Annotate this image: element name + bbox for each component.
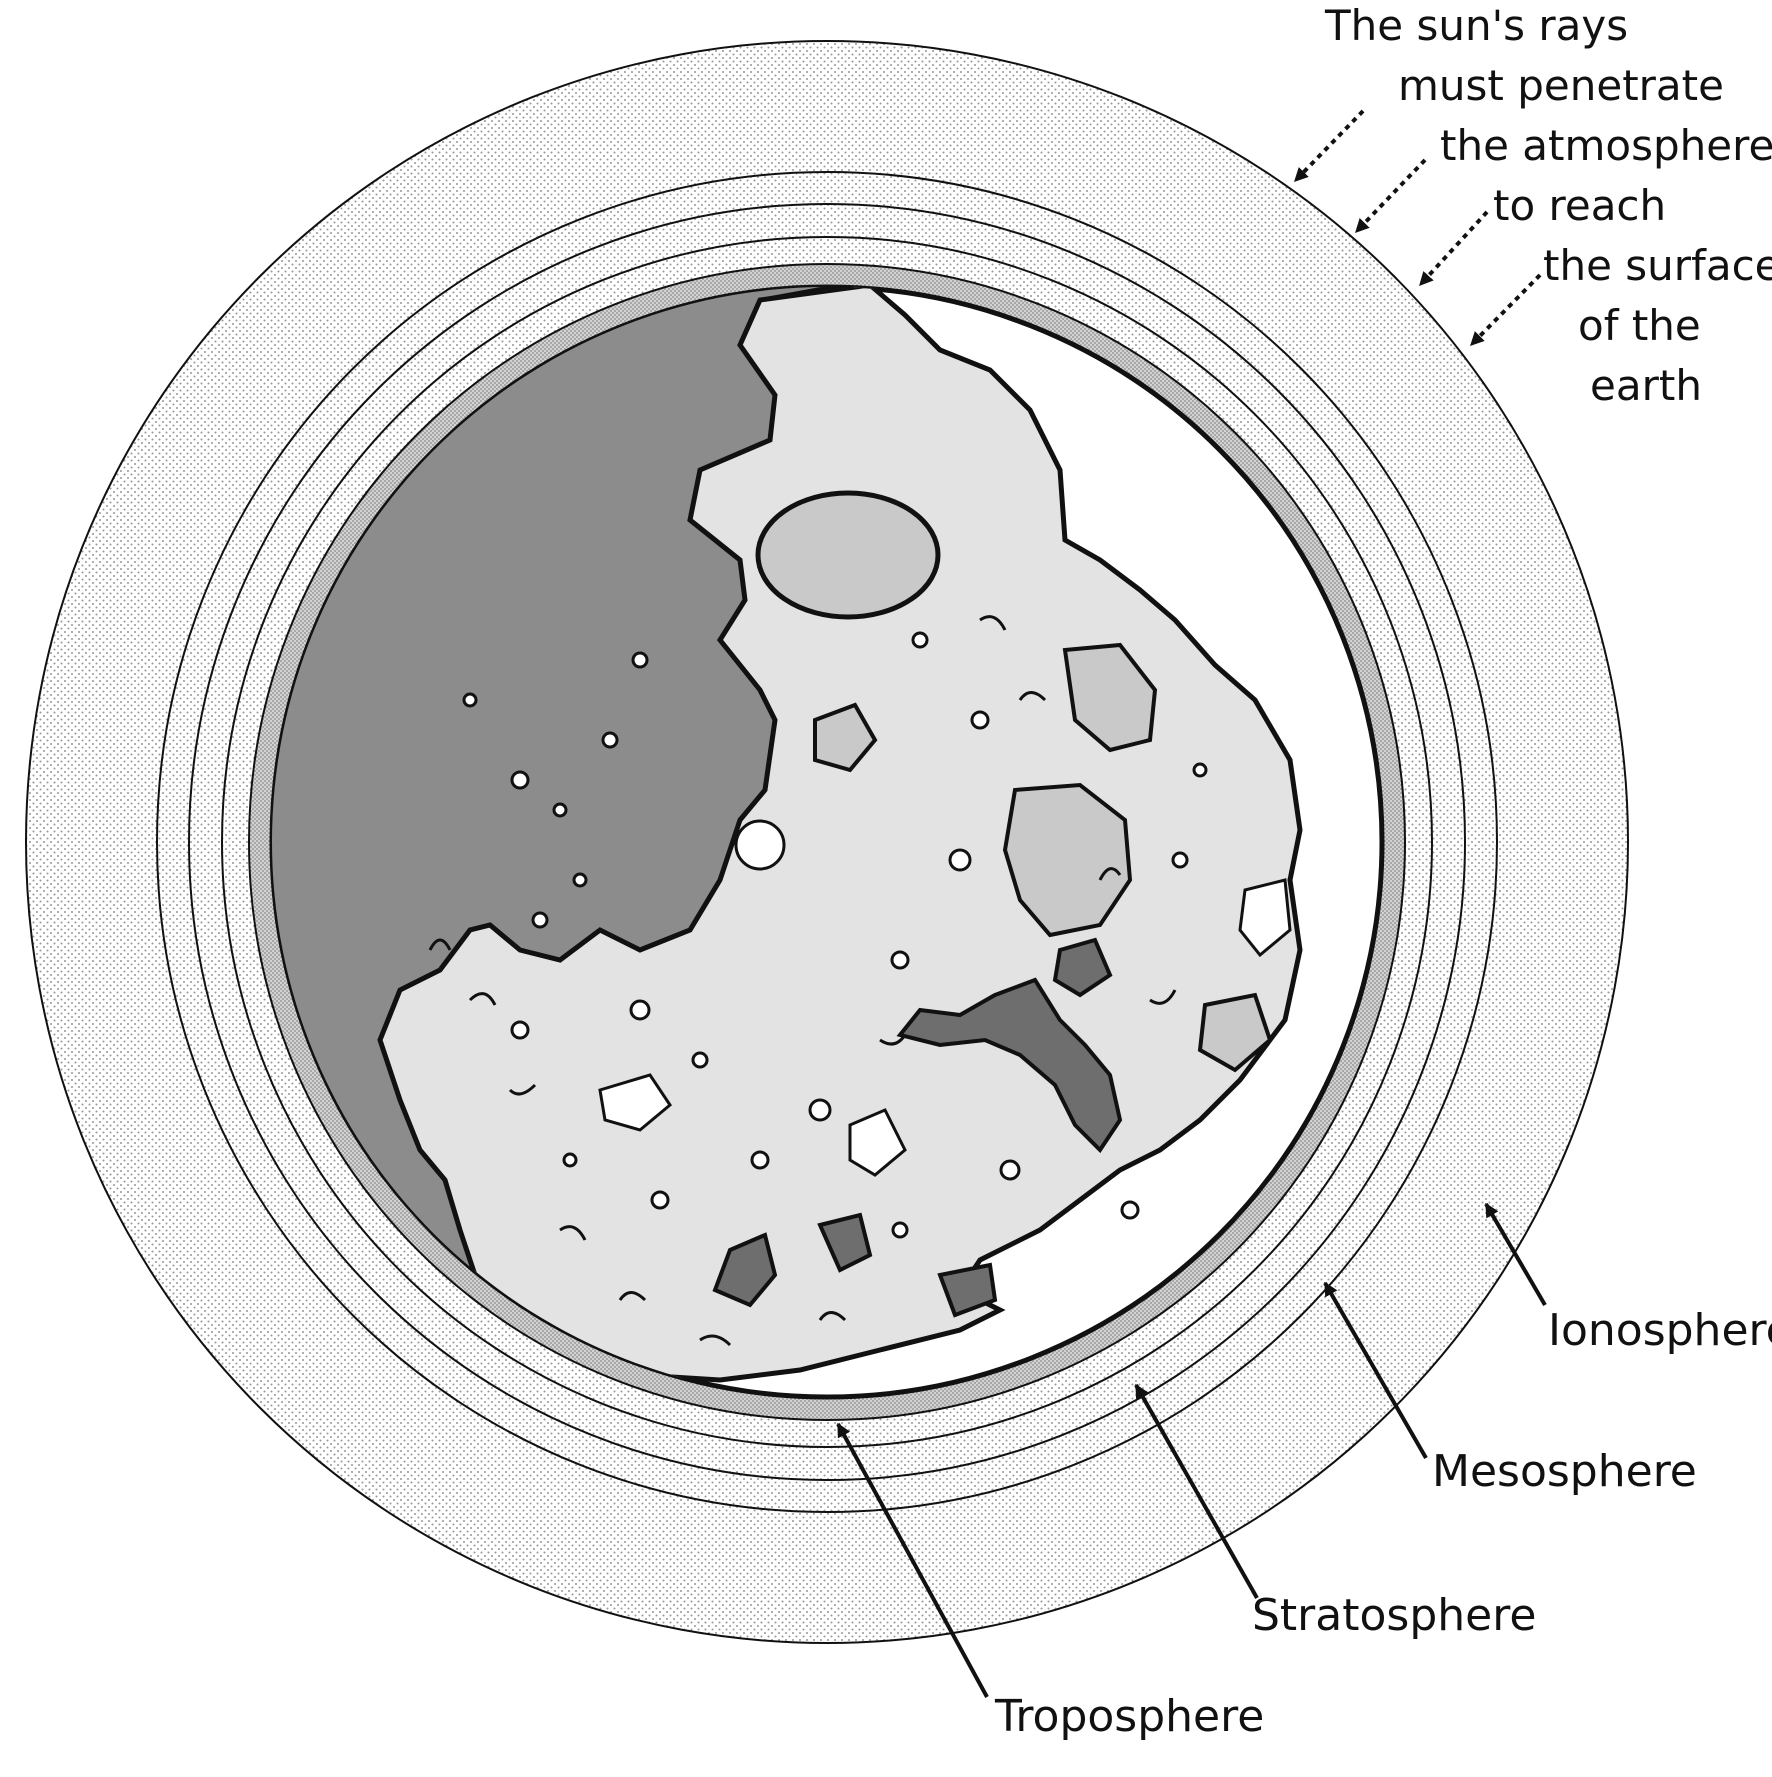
sun-ray-arrow	[1418, 210, 1489, 287]
note-line: the surface	[1543, 241, 1772, 290]
earth-surface	[269, 284, 1385, 1400]
mare-patch	[813, 702, 878, 773]
bright-region	[1238, 878, 1292, 958]
sun-ray-arrows	[1293, 109, 1542, 347]
label-pointers	[836, 1202, 1547, 1698]
mare-patch	[1002, 782, 1133, 938]
sun-ray-arrow	[1469, 273, 1542, 347]
small-craters	[462, 631, 1208, 1239]
note-line: of the	[1578, 301, 1701, 350]
layer-labels: Ionosphere Mesosphere Stratosphere Tropo…	[994, 1305, 1772, 1742]
note-line: earth	[1590, 361, 1702, 410]
crater-large	[755, 490, 941, 620]
sun-rays-note: The sun's rays must penetrate the atmosp…	[1324, 1, 1772, 410]
sun-ray-arrow	[1354, 158, 1427, 234]
bright-region	[598, 1073, 672, 1132]
troposphere-label: Troposphere	[994, 1691, 1264, 1742]
note-line: The sun's rays	[1324, 1, 1628, 50]
terrain-marks	[428, 615, 1177, 1347]
note-line: to reach	[1493, 181, 1666, 230]
troposphere-pointer	[836, 1422, 989, 1698]
dark-mare	[712, 1232, 778, 1308]
ionosphere-label: Ionosphere	[1548, 1305, 1772, 1356]
mesosphere-pointer	[1323, 1281, 1428, 1459]
mare-patch	[1062, 642, 1158, 753]
note-line: must penetrate	[1398, 61, 1724, 110]
bright-region	[848, 1108, 907, 1177]
dark-mare	[1052, 937, 1113, 998]
dark-mare	[817, 1212, 873, 1273]
stratosphere-label: Stratosphere	[1252, 1590, 1536, 1641]
stratosphere-pointer	[1134, 1383, 1259, 1599]
sun-ray-arrow	[1293, 109, 1365, 183]
note-line: the atmosphere	[1440, 121, 1772, 170]
dark-mare	[896, 977, 1123, 1154]
dark-mare	[937, 1262, 998, 1318]
ionosphere-pointer	[1484, 1202, 1547, 1307]
mare-patch	[1197, 992, 1273, 1073]
mesosphere-label: Mesosphere	[1432, 1446, 1697, 1497]
